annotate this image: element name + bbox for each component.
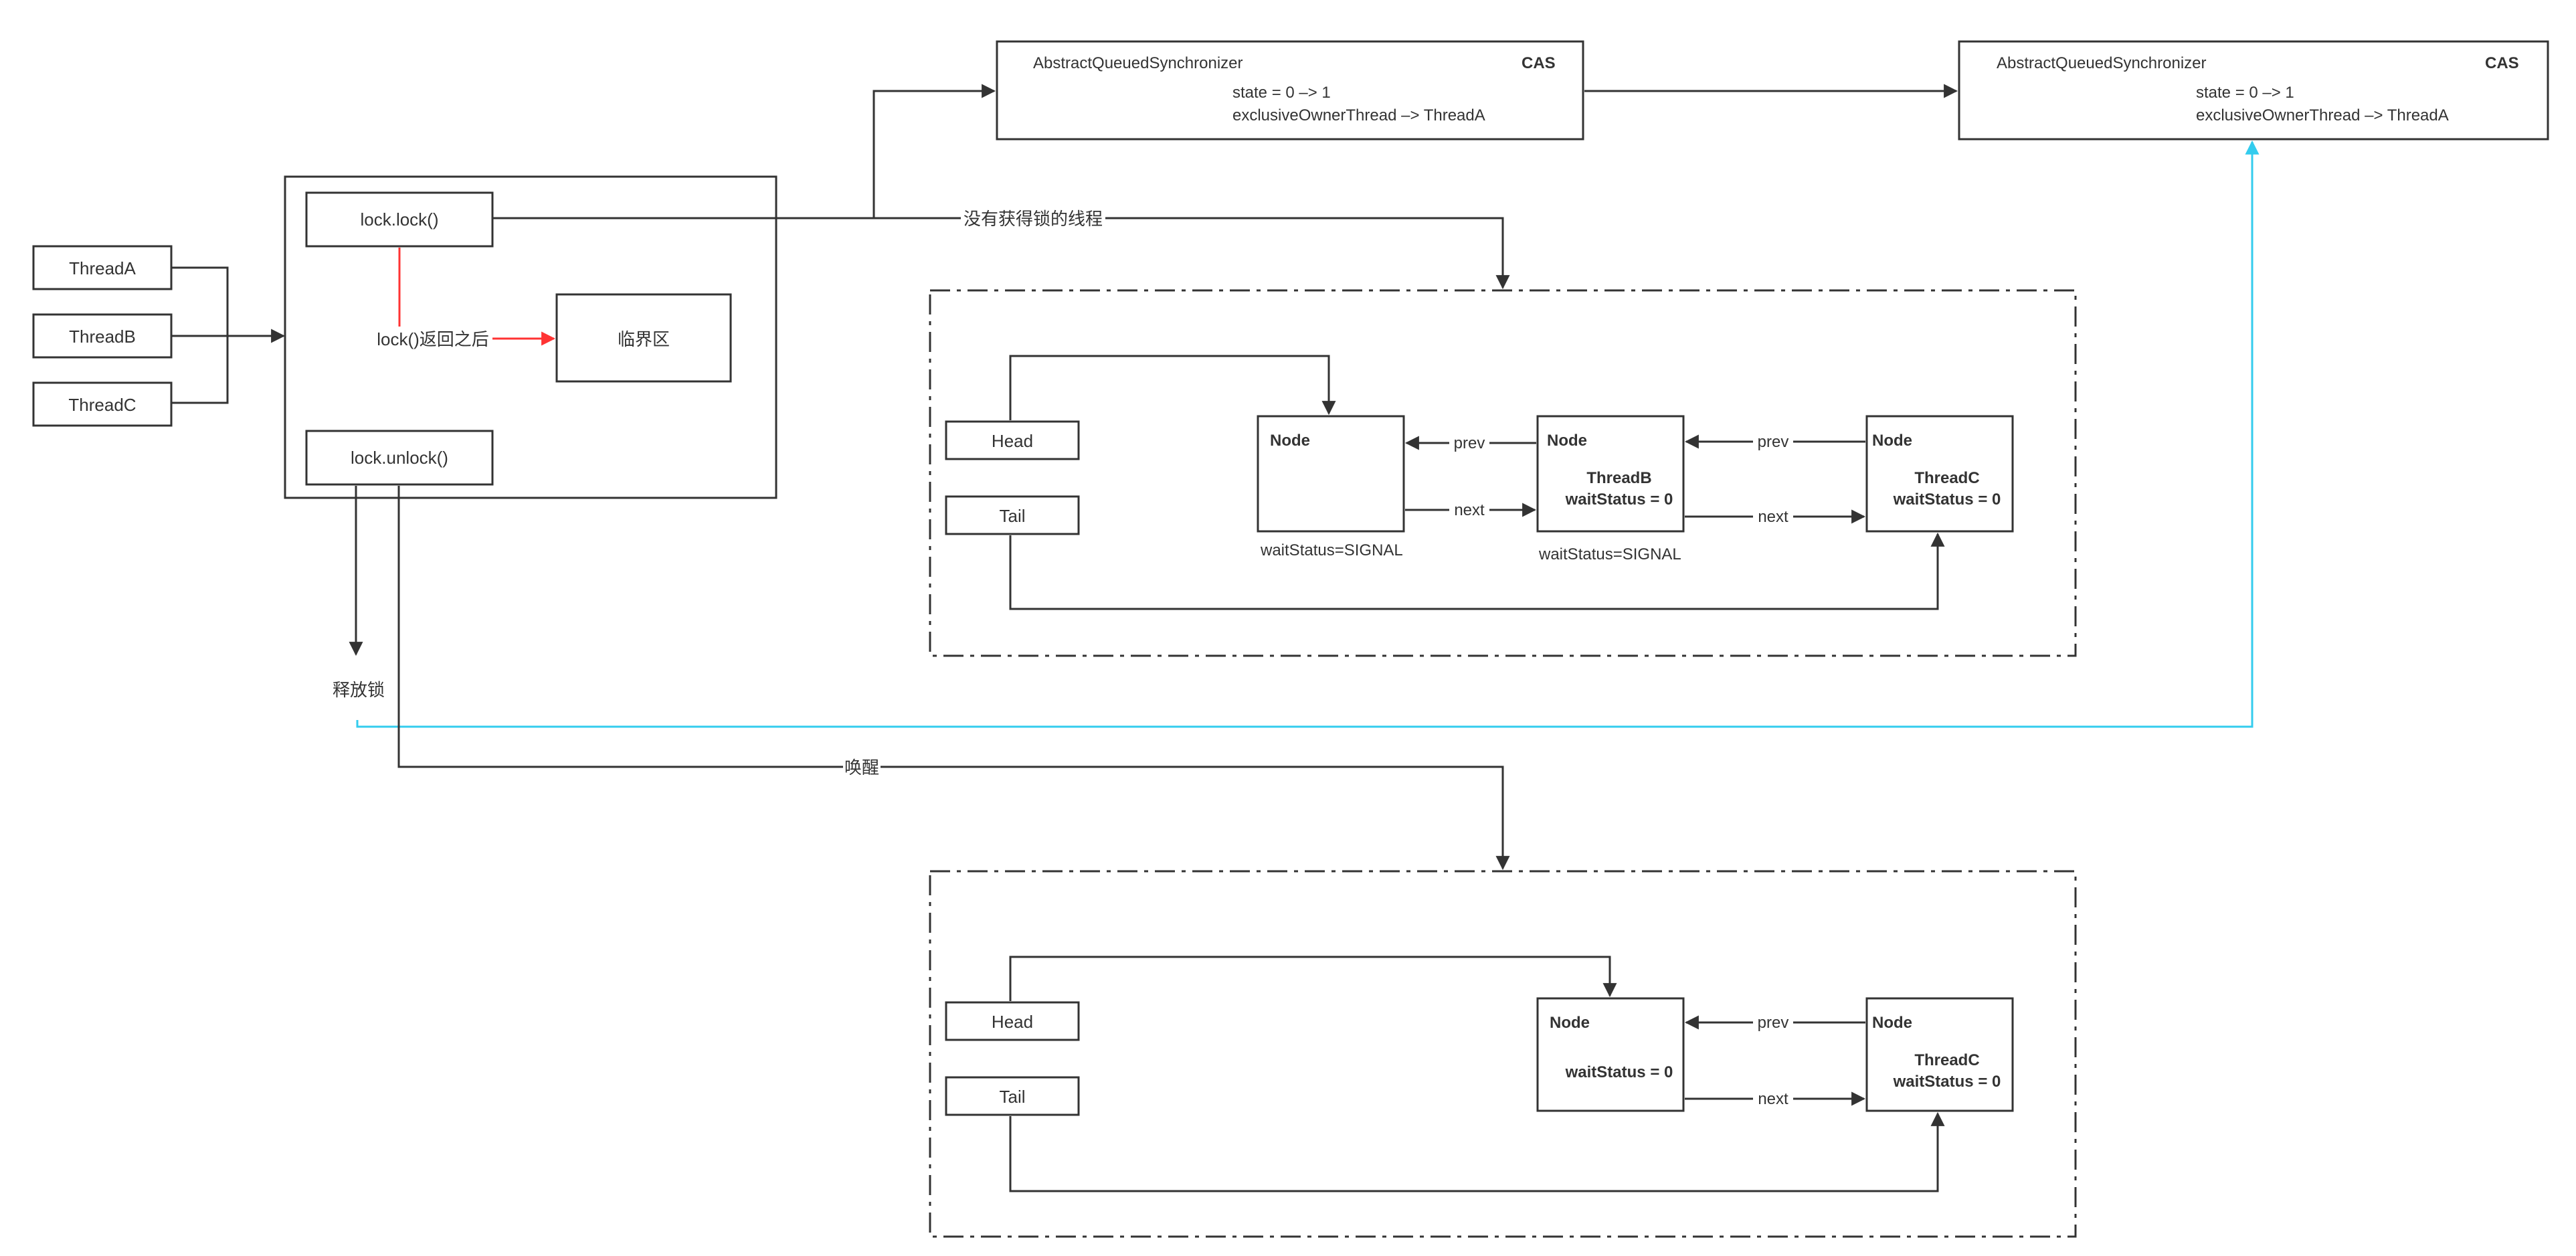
wakeup-arrow [881, 766, 1510, 871]
thread-b-box: ThreadB [32, 313, 173, 359]
aqs2-title: AbstractQueuedSynchronizer [1997, 54, 2207, 72]
queue1-head-box: Head [945, 420, 1080, 460]
queue1-tail-label: Tail [999, 506, 1025, 526]
thread-a-label: ThreadA [69, 258, 136, 278]
queue2-head-box: Head [945, 1001, 1080, 1041]
queue1-prev-label-1: prev [1454, 434, 1485, 452]
queue1-node2-thread: ThreadB [1586, 469, 1651, 487]
queue1-tail-pointer [1009, 532, 1945, 610]
queue1-node3-wait: waitStatus = 0 [1893, 490, 2001, 509]
queue1-next-bg-2 [1753, 507, 1793, 526]
release-to-aqs2-arrow [356, 140, 2260, 728]
lock-unlock-box: lock.unlock() [305, 430, 494, 486]
lock-to-queue-arrow [1105, 217, 1510, 290]
lock-outer-box [284, 175, 777, 499]
queue2-prev-label: prev [1758, 1014, 1789, 1032]
aqs1-cas: CAS [1522, 54, 1556, 72]
queue1-next-label-2: next [1758, 508, 1788, 526]
queue1-head-label: Head [992, 431, 1033, 451]
aqs-box-1: AbstractQueuedSynchronizer CAS state = 0… [996, 40, 1584, 141]
wakeup-line-a [397, 486, 843, 768]
queue2-node1-title: Node [1550, 1014, 1590, 1032]
queue1-node2-title: Node [1547, 432, 1587, 450]
queue2-node2-thread: ThreadC [1914, 1051, 1979, 1069]
thread-c-box: ThreadC [32, 381, 173, 427]
lock-lock-box: lock.lock() [305, 191, 494, 248]
queue1-node-2: Node ThreadB waitStatus = 0 [1536, 415, 1685, 533]
queue1-node-1: Node [1257, 415, 1405, 533]
queue1-node3-title: Node [1872, 432, 1912, 450]
queue1-node1-title: Node [1270, 432, 1310, 450]
no-lock-label: 没有获得锁的线程 [963, 209, 1103, 229]
queue2-next-bg [1753, 1089, 1793, 1108]
queue1-tail-box: Tail [945, 495, 1080, 535]
queue2-head-pointer [1009, 956, 1617, 1001]
aqs1-state: state = 0 –> 1 [1232, 84, 1331, 102]
wakeup-label: 唤醒 [844, 757, 879, 778]
critical-section-box: 临界区 [555, 293, 732, 383]
release-label: 释放锁 [333, 680, 385, 700]
aqs2-owner: exclusiveOwnerThread –> ThreadA [2196, 106, 2449, 124]
queue1-prev-bg-1 [1449, 434, 1489, 452]
aqs2-cas: CAS [2485, 54, 2519, 72]
queue2-node2-title: Node [1872, 1014, 1912, 1032]
queue1-prev-label-2: prev [1758, 433, 1789, 451]
aqs2-state: state = 0 –> 1 [2196, 84, 2294, 102]
aqs1-owner: exclusiveOwnerThread –> ThreadA [1232, 106, 1485, 124]
thread-b-label: ThreadB [69, 327, 136, 347]
queue2-tail-box: Tail [945, 1076, 1080, 1116]
queue1-next-bg-1 [1449, 501, 1489, 519]
lock-to-aqs-arrow [492, 84, 996, 219]
queue1-container [929, 289, 2077, 657]
queue2-node-2: Node ThreadC waitStatus = 0 [1865, 997, 2014, 1112]
queue1-node-3: Node ThreadC waitStatus = 0 [1865, 415, 2014, 533]
queue1-node2-wait: waitStatus = 0 [1565, 490, 1673, 509]
queue2-tail-pointer [1009, 1111, 1945, 1192]
queue1-head-pointer [1009, 355, 1336, 420]
thread-c-label: ThreadC [68, 395, 136, 415]
queue1-node3-thread: ThreadC [1914, 469, 1979, 487]
queue2-node2-wait: waitStatus = 0 [1893, 1073, 2001, 1091]
queue2-prev-bg [1753, 1013, 1793, 1032]
queue1-node1-status: waitStatus=SIGNAL [1260, 541, 1403, 559]
lock-return-label: lock()返回之后 [377, 329, 489, 349]
queue1-next-label-1: next [1454, 501, 1485, 519]
queue2-next-label: next [1758, 1090, 1788, 1108]
lock-unlock-label: lock.unlock() [351, 448, 448, 468]
queue2-node1-wait: waitStatus = 0 [1565, 1063, 1673, 1081]
thread-a-box: ThreadA [32, 245, 173, 290]
critical-section-label: 临界区 [618, 329, 670, 349]
queue1-node2-status: waitStatus=SIGNAL [1538, 545, 1681, 563]
aqs1-title: AbstractQueuedSynchronizer [1033, 54, 1243, 72]
queue2-node-1: Node waitStatus = 0 [1536, 997, 1685, 1112]
queue2-container [929, 870, 2077, 1238]
queue2-head-label: Head [992, 1012, 1033, 1032]
aqs-box-2: AbstractQueuedSynchronizer CAS state = 0… [1958, 40, 2549, 141]
queue1-prev-bg-2 [1753, 432, 1793, 451]
lock-lock-label: lock.lock() [360, 209, 438, 230]
queue2-tail-label: Tail [999, 1087, 1025, 1107]
